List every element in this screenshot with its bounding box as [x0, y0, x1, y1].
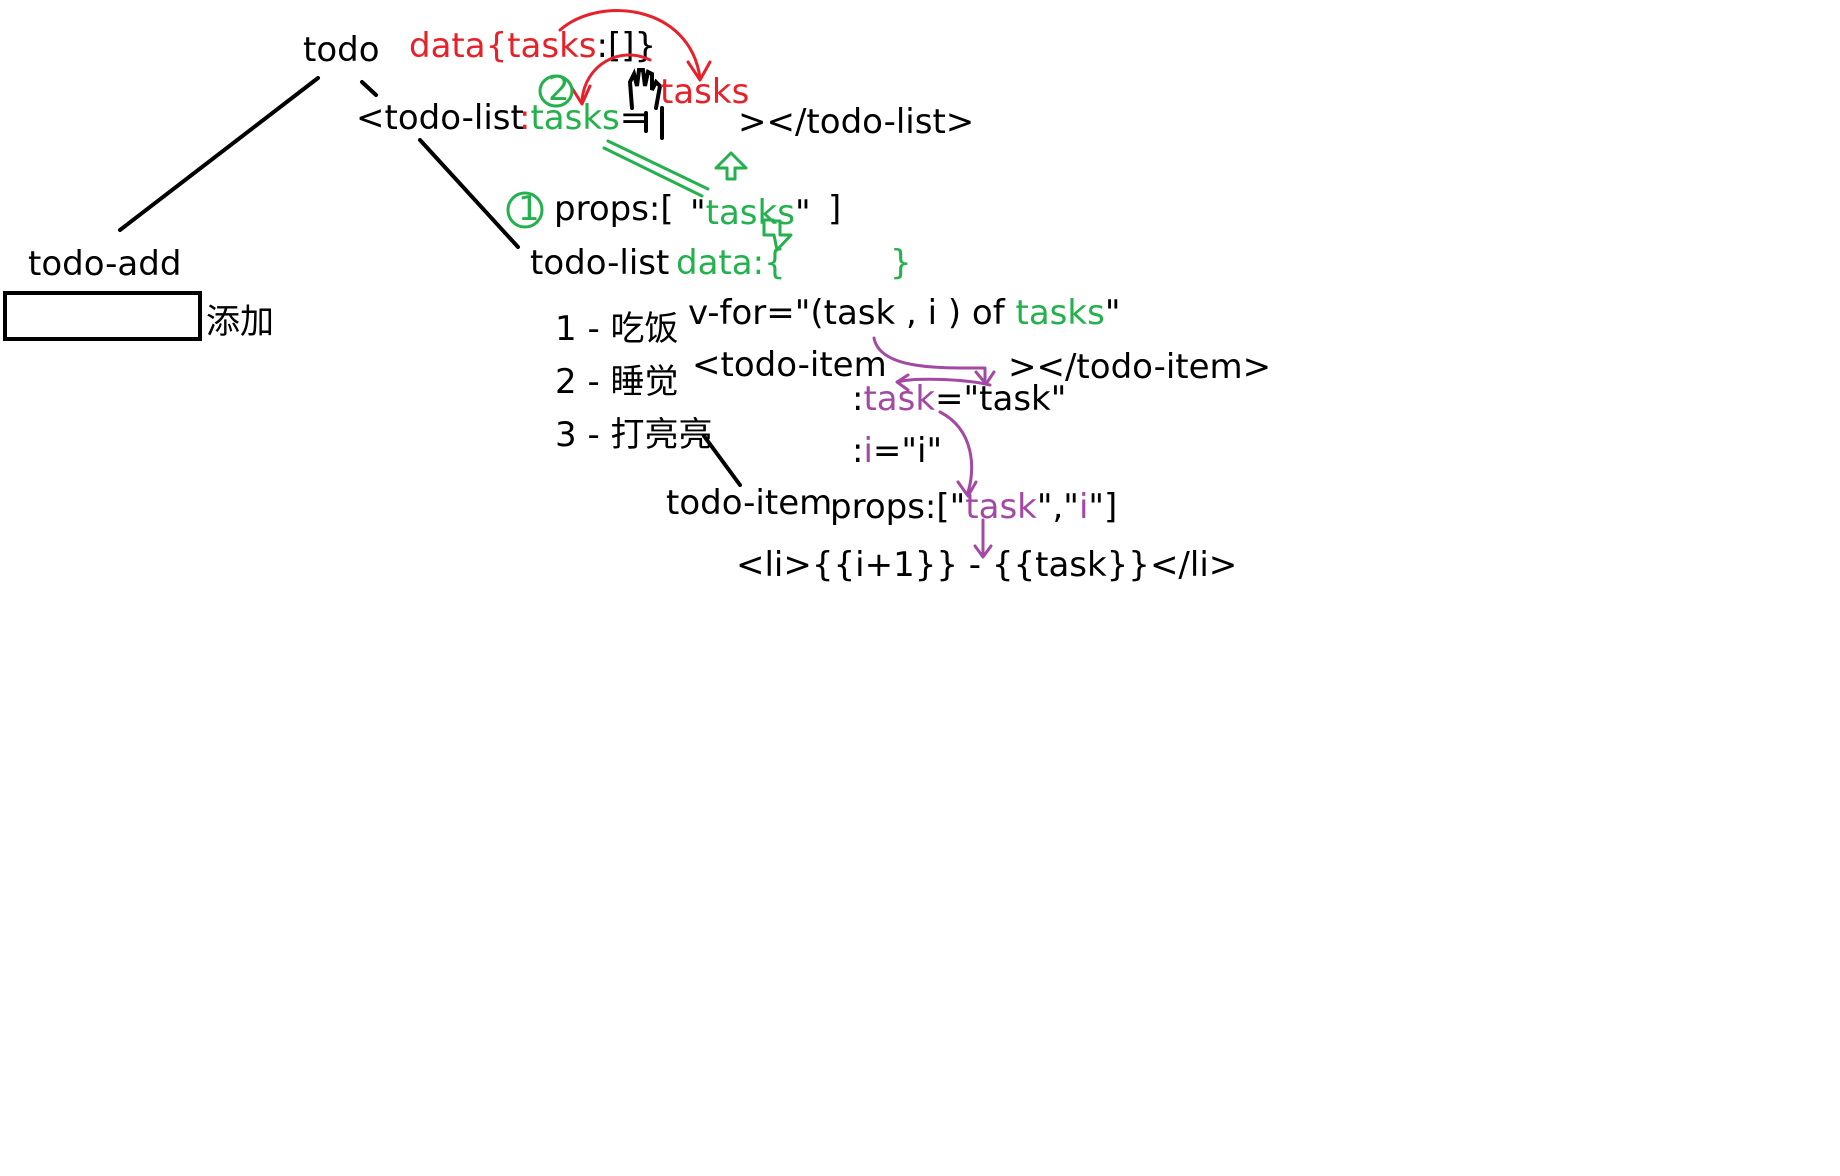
red-arrow-data-to-tasks — [558, 9, 702, 80]
connector-item3-to-todo-item — [702, 434, 742, 487]
root-data-declaration: data{tasks:[]} — [409, 26, 656, 66]
bind-i-name: i — [863, 431, 872, 471]
connector-todo-to-todo-list-tag — [360, 80, 378, 97]
red-arrow-to-binding — [580, 53, 652, 102]
todo-list-tasks-binding: :tasks= — [519, 98, 648, 138]
green-up-arrow-icon — [714, 151, 748, 181]
red-arrow-to-binding-head — [570, 84, 592, 106]
root-data-prefix: data{ — [409, 26, 507, 66]
step-one-marker: 1 — [506, 189, 544, 229]
todo-list-data-close: } — [890, 243, 912, 283]
todo-item-tag-close: ></todo-item> — [1008, 347, 1271, 387]
purple-arrow-loop — [896, 377, 992, 387]
red-tasks-label: tasks — [660, 72, 749, 112]
bind-task-attribute: :task="task" — [852, 379, 1066, 419]
step-two-marker: 2 — [538, 69, 574, 109]
vfor-directive: v-for="(task , i ) of tasks" — [688, 293, 1120, 333]
list-item-3: 3 - 打亮亮 — [555, 415, 713, 455]
binding-equals: = — [620, 98, 649, 138]
hand-cursor-icon — [627, 68, 663, 110]
todo-item-node-label: todo-item — [666, 483, 832, 523]
binding-tasks: tasks — [530, 98, 619, 138]
todo-item-props-close: "] — [1088, 487, 1117, 527]
todo-add-input-box — [3, 291, 202, 341]
step-two-number: 2 — [548, 69, 570, 109]
connector-todo-to-todo-add — [118, 76, 320, 232]
step-one-number: 1 — [518, 189, 540, 229]
bind-i-colon: : — [852, 431, 863, 471]
step-one-circle — [506, 191, 544, 229]
connector-todo-list-tag-to-todo-list — [418, 138, 520, 249]
binding-colon: : — [519, 98, 530, 138]
todo-list-data-open: data:{ — [676, 243, 786, 283]
todo-item-props-open: props:[" — [830, 487, 965, 527]
props-quote-close: " — [795, 193, 811, 233]
vfor-tail: " — [1105, 293, 1121, 333]
todo-item-props: props:["task","i"] — [830, 487, 1117, 527]
bind-task-rest: ="task" — [935, 379, 1066, 419]
todo-add-button-label: 添加 — [206, 302, 274, 342]
list-item-1: 1 - 吃饭 — [555, 309, 679, 349]
red-flow-arrows — [558, 9, 712, 106]
bind-task-colon: : — [852, 379, 863, 419]
step-two-circle — [538, 74, 574, 108]
todo-list-tag-close: ></todo-list> — [738, 102, 974, 142]
bind-task-name: task — [863, 379, 935, 419]
green-down-arrow-icon — [762, 218, 793, 252]
todo-item-template: <li>{{i+1}} - {{task}}</li> — [736, 545, 1237, 585]
red-arrow-data-to-tasks-head — [686, 60, 712, 82]
vfor-tasks: tasks — [1016, 293, 1105, 333]
todo-list-tag-open: <todo-list — [356, 98, 524, 138]
todo-item-props-mid: "," — [1037, 487, 1079, 527]
todo-list-node-label: todo-list — [530, 243, 669, 283]
green-double-line-a — [602, 146, 704, 198]
todo-add-node-label: todo-add — [28, 244, 181, 284]
purple-arrow-loop-head — [895, 373, 910, 392]
props-tasks-value: tasks — [706, 193, 795, 233]
todo-item-tag-open: <todo-item — [692, 345, 887, 385]
root-node-label: todo — [303, 30, 380, 70]
purple-flow-arrows — [872, 336, 996, 559]
green-double-line-b — [606, 139, 710, 191]
bind-i-attribute: :i="i" — [852, 431, 942, 471]
props-close: ] — [828, 189, 841, 229]
purple-arrow-props-to-template-head — [973, 544, 993, 559]
green-flow — [602, 139, 793, 252]
tree-connectors — [118, 76, 742, 487]
list-item-2: 2 - 睡觉 — [555, 362, 679, 402]
vfor-head: v-for="(task , i ) of — [688, 293, 1016, 333]
props-tasks-declaration: props:[ — [554, 189, 674, 229]
purple-arrow-binding-to-props-head — [956, 480, 978, 498]
todo-item-prop-task: task — [965, 487, 1037, 527]
props-quote-open: " — [690, 193, 706, 233]
root-data-tasks: tasks — [507, 26, 596, 66]
purple-arrow-binding-to-props — [938, 410, 974, 494]
bind-i-rest: ="i" — [873, 431, 942, 471]
props-tasks-name: "tasks" — [690, 193, 811, 233]
purple-arrow-task-to-binding — [872, 336, 987, 382]
props-open: props:[ — [554, 189, 674, 229]
todo-item-prop-i: i — [1079, 487, 1088, 527]
